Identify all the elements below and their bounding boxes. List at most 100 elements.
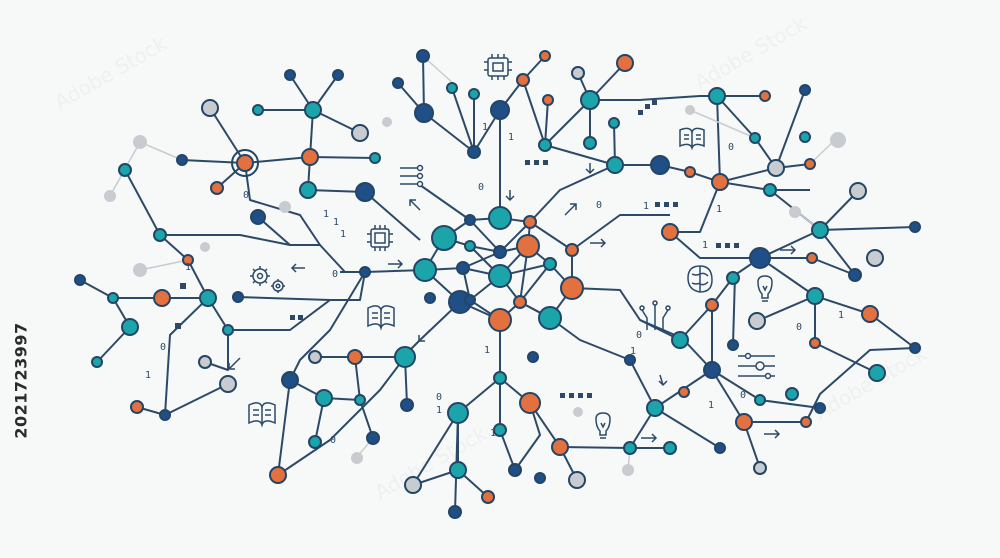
- hub-node: [565, 243, 579, 257]
- svg-text:Adobe Stock: Adobe Stock: [691, 11, 812, 94]
- node: [703, 361, 721, 379]
- node: [809, 337, 821, 349]
- node: [866, 249, 884, 267]
- node: [748, 312, 766, 330]
- node: [616, 54, 634, 72]
- node: [199, 289, 217, 307]
- svg-text:0: 0: [243, 190, 249, 201]
- node: [236, 154, 254, 172]
- hub-node: [488, 206, 512, 230]
- svg-text:0: 0: [160, 342, 166, 353]
- svg-text:1: 1: [185, 262, 191, 273]
- svg-text:1: 1: [508, 132, 514, 143]
- node: [74, 274, 86, 286]
- node: [705, 298, 719, 312]
- node: [355, 182, 375, 202]
- node: [568, 471, 586, 489]
- node: [284, 69, 296, 81]
- node: [176, 154, 188, 166]
- node: [299, 181, 317, 199]
- node: [198, 355, 212, 369]
- node: [304, 101, 322, 119]
- node: [519, 392, 541, 414]
- book-icon: [679, 127, 705, 151]
- node: [806, 287, 824, 305]
- node: [646, 399, 664, 417]
- node: [414, 103, 434, 123]
- node: [159, 409, 171, 421]
- hub-node: [424, 292, 436, 304]
- node: [252, 104, 264, 116]
- node: [678, 386, 690, 398]
- node: [347, 349, 363, 365]
- hub-node: [464, 214, 476, 226]
- node: [400, 398, 414, 412]
- node: [481, 490, 495, 504]
- node: [91, 356, 103, 368]
- svg-text:0: 0: [330, 435, 336, 446]
- node: [449, 461, 467, 479]
- book-icon: [248, 402, 276, 428]
- node: [726, 271, 740, 285]
- chip-icon: [367, 225, 393, 251]
- node: [909, 342, 921, 354]
- svg-text:1: 1: [482, 122, 488, 133]
- node: [759, 90, 771, 102]
- node: [849, 182, 867, 200]
- slider-icon: [400, 164, 775, 380]
- hub-node: [513, 295, 527, 309]
- node: [232, 291, 244, 303]
- chip-icon: [484, 54, 512, 80]
- node: [735, 413, 753, 431]
- node: [366, 431, 380, 445]
- node: [493, 371, 507, 385]
- hub-node: [464, 294, 476, 306]
- node: [749, 247, 771, 269]
- node: [650, 155, 670, 175]
- node: [606, 156, 624, 174]
- svg-text:1: 1: [484, 345, 490, 356]
- hub-node: [456, 261, 470, 275]
- node: [624, 354, 636, 366]
- node: [909, 221, 921, 233]
- node: [811, 221, 829, 239]
- svg-text:1: 1: [340, 229, 346, 240]
- node: [130, 400, 144, 414]
- node: [308, 350, 322, 364]
- node: [806, 252, 818, 264]
- node: [763, 183, 777, 197]
- node: [542, 94, 554, 106]
- lightbulb-icon: [595, 412, 611, 439]
- hub-node: [527, 351, 539, 363]
- node: [799, 84, 811, 96]
- svg-text:Adobe Stock: Adobe Stock: [51, 31, 172, 114]
- svg-text:1: 1: [333, 217, 339, 228]
- node: [708, 87, 726, 105]
- svg-text:0: 0: [796, 322, 802, 333]
- node: [308, 435, 322, 449]
- node: [684, 166, 696, 178]
- node: [448, 505, 462, 519]
- node: [250, 209, 266, 225]
- node: [848, 268, 862, 282]
- brain-icon: [687, 265, 713, 293]
- node: [749, 132, 761, 144]
- node: [447, 402, 469, 424]
- node: [219, 375, 237, 393]
- node: [351, 124, 369, 142]
- gear-icon: [250, 266, 285, 293]
- hub-node: [538, 306, 562, 330]
- node: [714, 442, 726, 454]
- node: [551, 438, 569, 456]
- node: [671, 331, 689, 349]
- svg-text:1: 1: [838, 310, 844, 321]
- node: [753, 461, 767, 475]
- stock-id-text: 2021723997: [11, 321, 31, 439]
- node: [493, 423, 507, 437]
- node: [153, 228, 167, 242]
- node: [580, 90, 600, 110]
- node: [814, 402, 826, 414]
- node: [661, 223, 679, 241]
- svg-text:0: 0: [478, 182, 484, 193]
